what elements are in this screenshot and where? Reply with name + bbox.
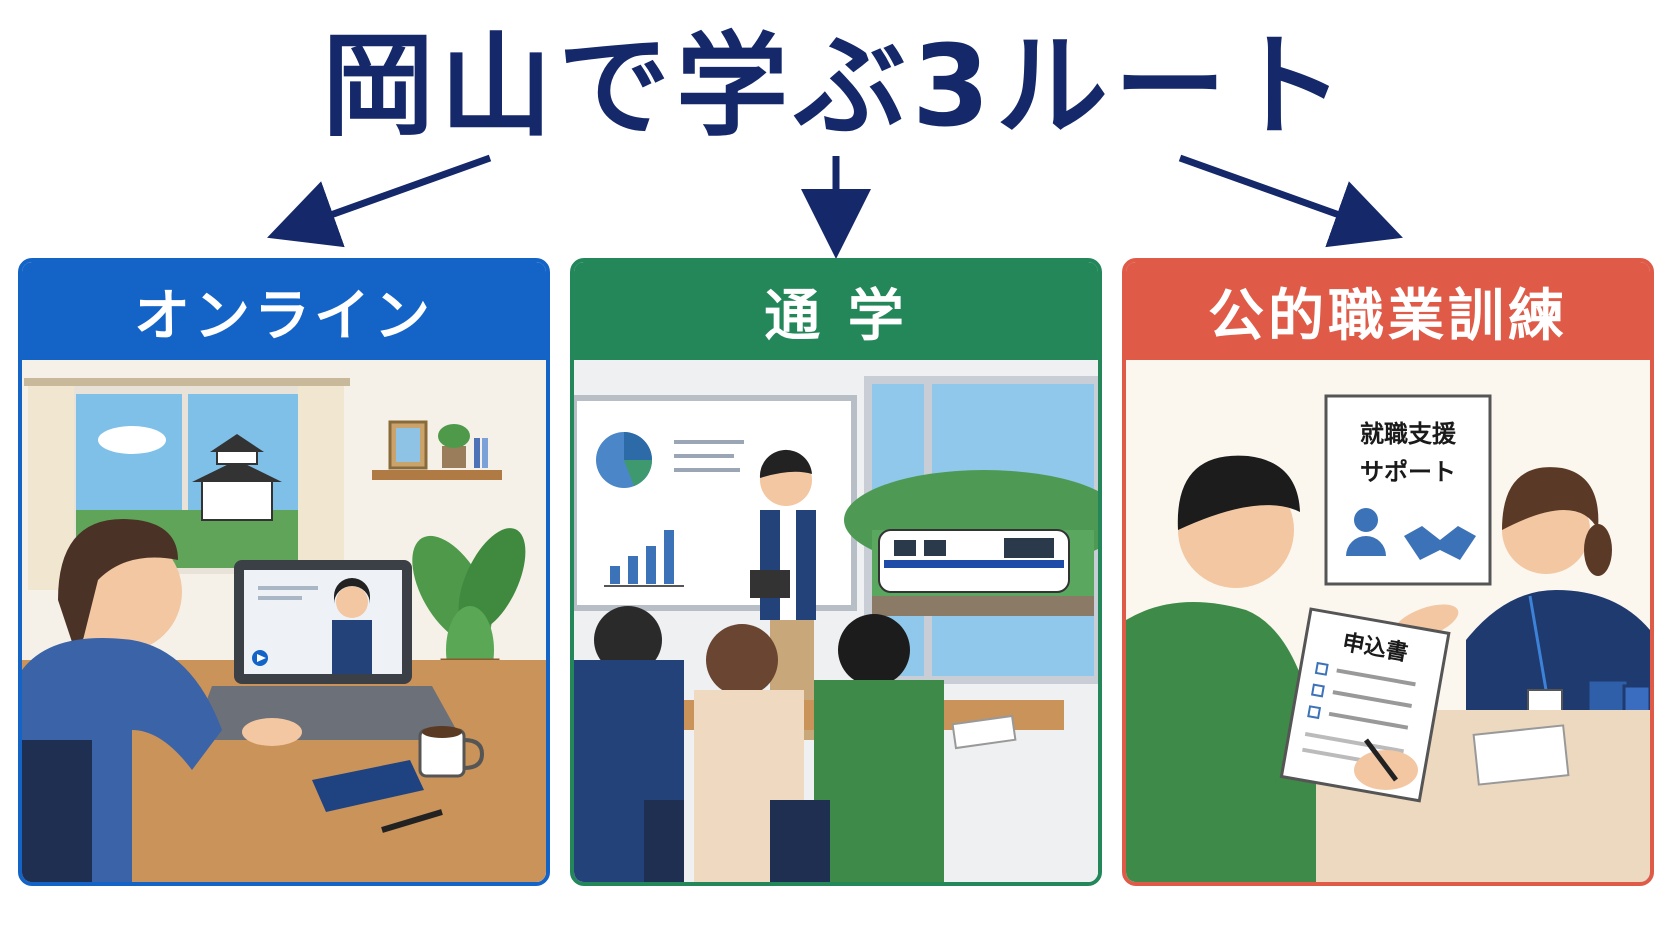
panel-commute-label: 通 学: [764, 283, 908, 349]
sign-line2: サポート: [1360, 458, 1456, 486]
classroom-illustration: [574, 360, 1098, 882]
online-illustration: [22, 360, 546, 882]
pen: [381, 809, 443, 833]
panel-online-label: オンライン: [134, 283, 434, 349]
student-3: [838, 614, 910, 686]
panel-commute: 通 学: [570, 258, 1102, 886]
student-1: [594, 606, 662, 674]
sign-line1: 就職支援: [1360, 420, 1457, 448]
panel-online-header: オンライン: [22, 262, 546, 360]
panel-training-header: 公的職業訓練: [1126, 262, 1650, 360]
page-title: 岡山で学ぶ3ルート: [322, 22, 1350, 152]
training-illustration: 就職支援 サポート: [1126, 360, 1650, 882]
arrow-left: [267, 154, 492, 248]
panel-training: 公的職業訓練 就職支援 サポート: [1122, 258, 1654, 886]
panel-online: オンライン: [18, 258, 550, 886]
application-form: 申込書: [1279, 607, 1451, 803]
arrow-right: [1178, 154, 1403, 248]
bar-chart-icon: [610, 530, 674, 584]
handshake-icon: [1404, 526, 1476, 560]
panel-commute-header: 通 学: [574, 262, 1098, 360]
panel-training-label: 公的職業訓練: [1208, 283, 1568, 349]
person-icon: [1346, 508, 1386, 556]
train: [878, 529, 1070, 593]
pen: [1364, 738, 1398, 782]
student-2: [706, 624, 778, 696]
notebook: [312, 760, 424, 812]
route-arrows: [267, 154, 1403, 259]
castle-icon: [192, 434, 282, 521]
